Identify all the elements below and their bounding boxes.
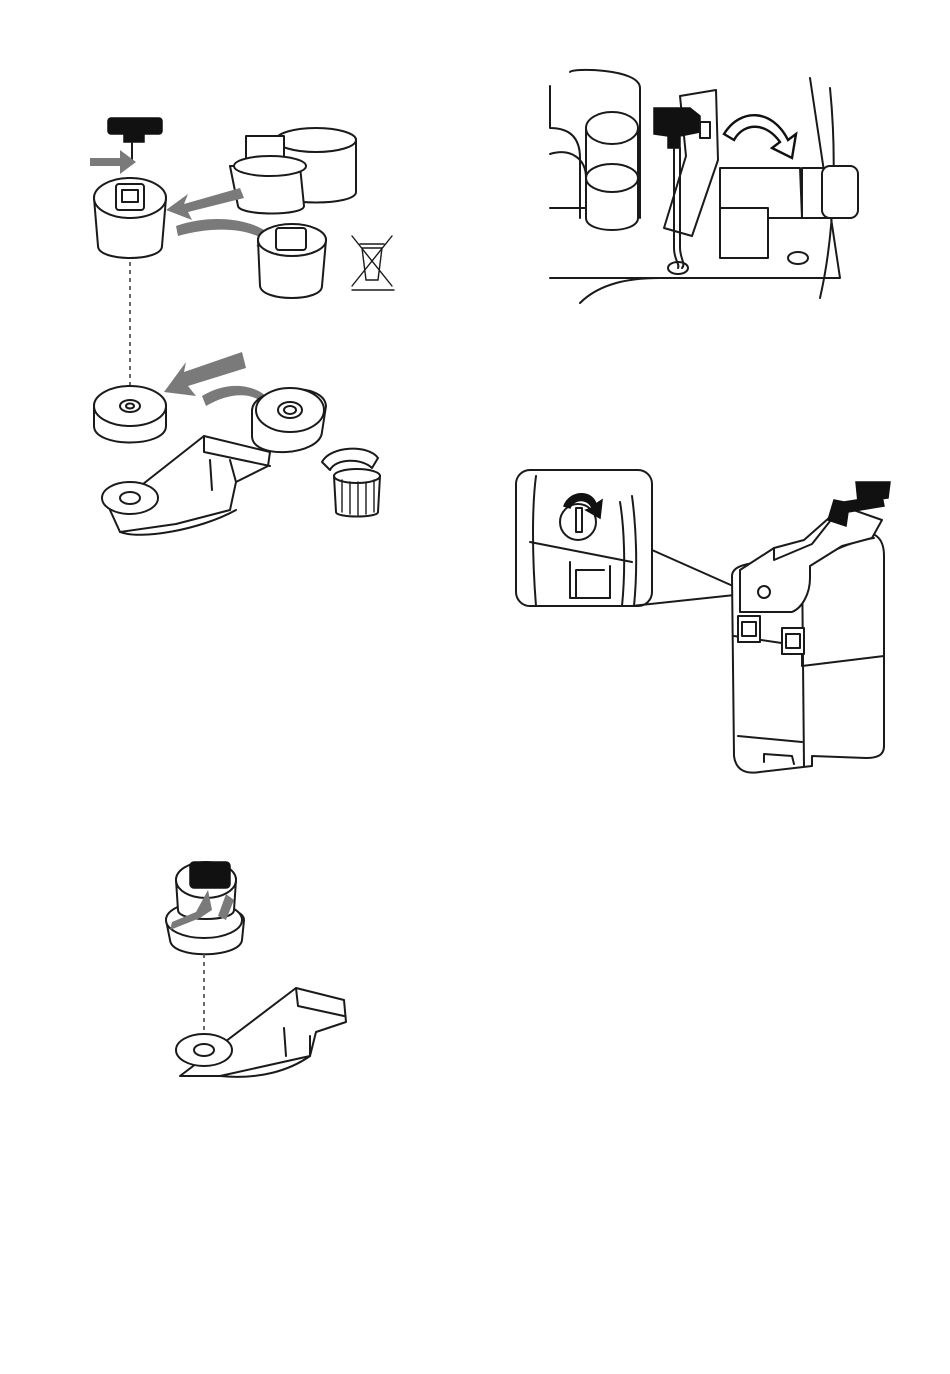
filter-cartridge-icon bbox=[94, 178, 166, 258]
trash-can-icon bbox=[322, 449, 380, 517]
figure-filter-insert bbox=[160, 850, 360, 1085]
filter-insert-icon bbox=[166, 862, 244, 954]
cover-lock-illustration bbox=[512, 466, 902, 796]
weee-bin-icon bbox=[352, 236, 394, 290]
plug-connector-icon bbox=[108, 118, 162, 162]
base-tray-icon bbox=[176, 988, 346, 1077]
arrow-up-icon bbox=[90, 150, 136, 174]
cable-route-illustration bbox=[540, 68, 880, 313]
new-cartridge-icon bbox=[230, 128, 356, 214]
figure-filter-replace bbox=[80, 110, 420, 540]
filter-base-icon bbox=[102, 436, 270, 535]
arrow-curved-black-icon bbox=[724, 115, 796, 158]
arrow-left-icon bbox=[166, 188, 244, 220]
seal-ring-icon bbox=[94, 386, 166, 443]
figure-cover-lock bbox=[512, 466, 902, 796]
zoom-detail-panel bbox=[516, 470, 652, 606]
filter-replace-illustration bbox=[80, 110, 420, 540]
figure-cable-route bbox=[540, 68, 880, 313]
old-seal-icon bbox=[252, 388, 326, 452]
old-cartridge-icon bbox=[258, 224, 326, 298]
filter-insert-illustration bbox=[160, 850, 360, 1085]
